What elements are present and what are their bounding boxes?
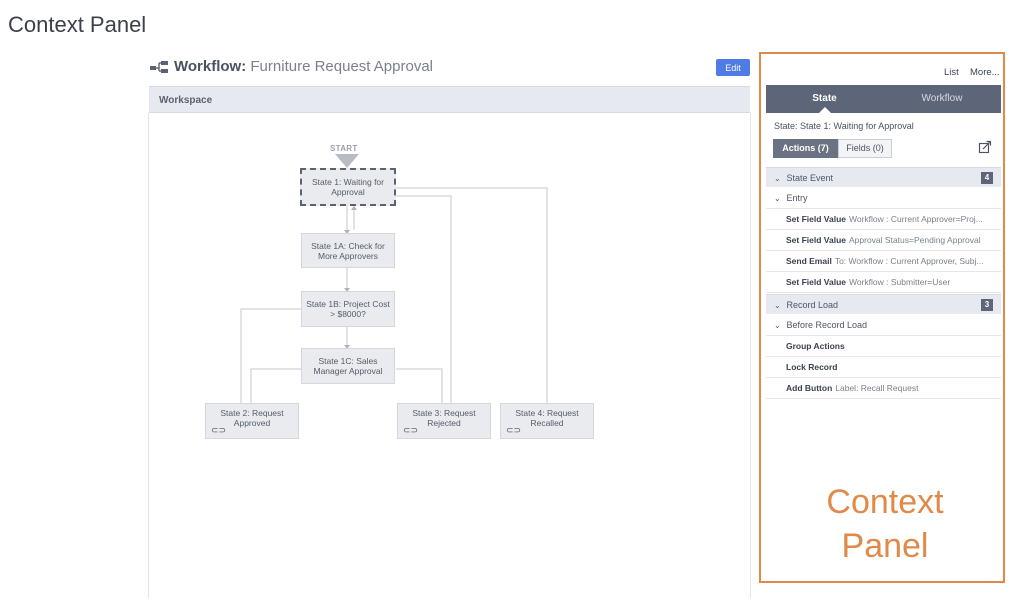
workflow-icon: [150, 61, 168, 73]
state-node-label: State 3: Request Rejected: [412, 408, 476, 428]
section-record-load[interactable]: ⌄ Record Load 3: [766, 294, 1001, 314]
actions-segment[interactable]: Actions (7): [773, 139, 838, 158]
state-node-3[interactable]: State 3: Request Rejected ⊂⊃: [397, 403, 491, 439]
workspace-header: Workspace: [149, 86, 750, 113]
subsection-label: Before Record Load: [786, 320, 868, 330]
page-title: Context Panel: [8, 12, 147, 37]
start-marker: [335, 154, 359, 168]
state-node-1a[interactable]: State 1A: Check for More Approvers: [301, 233, 395, 268]
action-name: Lock Record: [786, 362, 838, 372]
workspace-border: [148, 113, 149, 598]
action-name: Set Field Value: [786, 214, 846, 224]
chevron-down-icon: ⌄: [774, 301, 781, 310]
action-detail: To: Workflow : Current Approver, Subj...: [834, 256, 984, 266]
state-node-label: State 1A: Check for More Approvers: [311, 240, 385, 261]
action-detail: Approval Status=Pending Approval: [849, 235, 981, 245]
fields-segment[interactable]: Fields (0): [838, 139, 892, 158]
list-link[interactable]: List: [944, 67, 959, 78]
subsection-entry[interactable]: ⌄ Entry: [766, 188, 1001, 209]
export-icon[interactable]: [978, 140, 992, 154]
tab-state[interactable]: State: [812, 93, 837, 104]
context-panel-highlight: [759, 52, 1005, 583]
chevron-down-icon: ⌄: [774, 321, 781, 330]
link-icon: ⊂⊃: [403, 425, 419, 435]
chevron-down-icon: ⌄: [774, 194, 781, 203]
state-node-1c[interactable]: State 1C: Sales Manager Approval: [301, 348, 395, 384]
state-label: State: State 1: Waiting for Approval: [774, 121, 914, 131]
state-node-4[interactable]: State 4: Request Recalled ⊂⊃: [500, 403, 594, 439]
count-badge: 4: [981, 172, 993, 184]
edit-button[interactable]: Edit: [716, 59, 750, 76]
state-node-label: State 1C: Sales Manager Approval: [313, 356, 383, 376]
action-name: Set Field Value: [786, 277, 846, 287]
workspace-border: [750, 113, 751, 598]
workflow-label: Workflow:: [174, 58, 247, 75]
action-row[interactable]: Lock Record: [766, 357, 1001, 378]
action-name: Add Button: [786, 383, 833, 393]
count-badge: 3: [981, 299, 993, 311]
context-panel-tabs: State Workflow: [766, 85, 1001, 113]
action-detail: Label: Recall Request: [835, 383, 919, 393]
action-name: Group Actions: [786, 341, 845, 351]
chevron-down-icon: ⌄: [774, 174, 781, 183]
state-node-label: State 1: Waiting for Approval: [312, 177, 384, 197]
tab-workflow[interactable]: Workflow: [921, 93, 963, 104]
state-node-2[interactable]: State 2: Request Approved ⊂⊃: [205, 403, 299, 439]
state-node-1[interactable]: State 1: Waiting for Approval: [300, 168, 396, 206]
action-detail: Workflow : Current Approver=Proj...: [849, 214, 983, 224]
subsection-before-record-load[interactable]: ⌄ Before Record Load: [766, 315, 1001, 336]
state-node-label: State 1B: Project Cost > $8000?: [306, 299, 390, 319]
action-name: Set Field Value: [786, 235, 846, 245]
state-node-label: State 4: Request Recalled: [515, 408, 579, 428]
link-icon: ⊂⊃: [211, 425, 227, 435]
more-link[interactable]: More...: [970, 67, 1000, 78]
section-label: Record Load: [786, 300, 839, 310]
state-node-label: State 2: Request Approved: [220, 408, 284, 428]
workflow-title: Workflow: Furniture Request Approval: [174, 58, 433, 75]
workflow-name: Furniture Request Approval: [250, 58, 433, 75]
workflow-diagram: START State 1: Waiting for Approval Stat…: [149, 113, 750, 598]
action-name: Send Email: [786, 256, 832, 266]
subsection-label: Entry: [786, 193, 808, 203]
action-row[interactable]: Group Actions: [766, 336, 1001, 357]
section-label: State Event: [786, 173, 834, 183]
link-icon: ⊂⊃: [506, 425, 522, 435]
diagram-connectors: [238, 187, 550, 407]
action-detail: Workflow : Submitter=User: [849, 277, 951, 287]
state-node-1b[interactable]: State 1B: Project Cost > $8000?: [301, 291, 395, 327]
active-tab-caret: [819, 107, 831, 113]
context-panel-annotation: Context Panel: [826, 483, 944, 565]
section-state-event[interactable]: ⌄ State Event 4: [766, 167, 1001, 187]
start-label: START: [330, 144, 358, 153]
